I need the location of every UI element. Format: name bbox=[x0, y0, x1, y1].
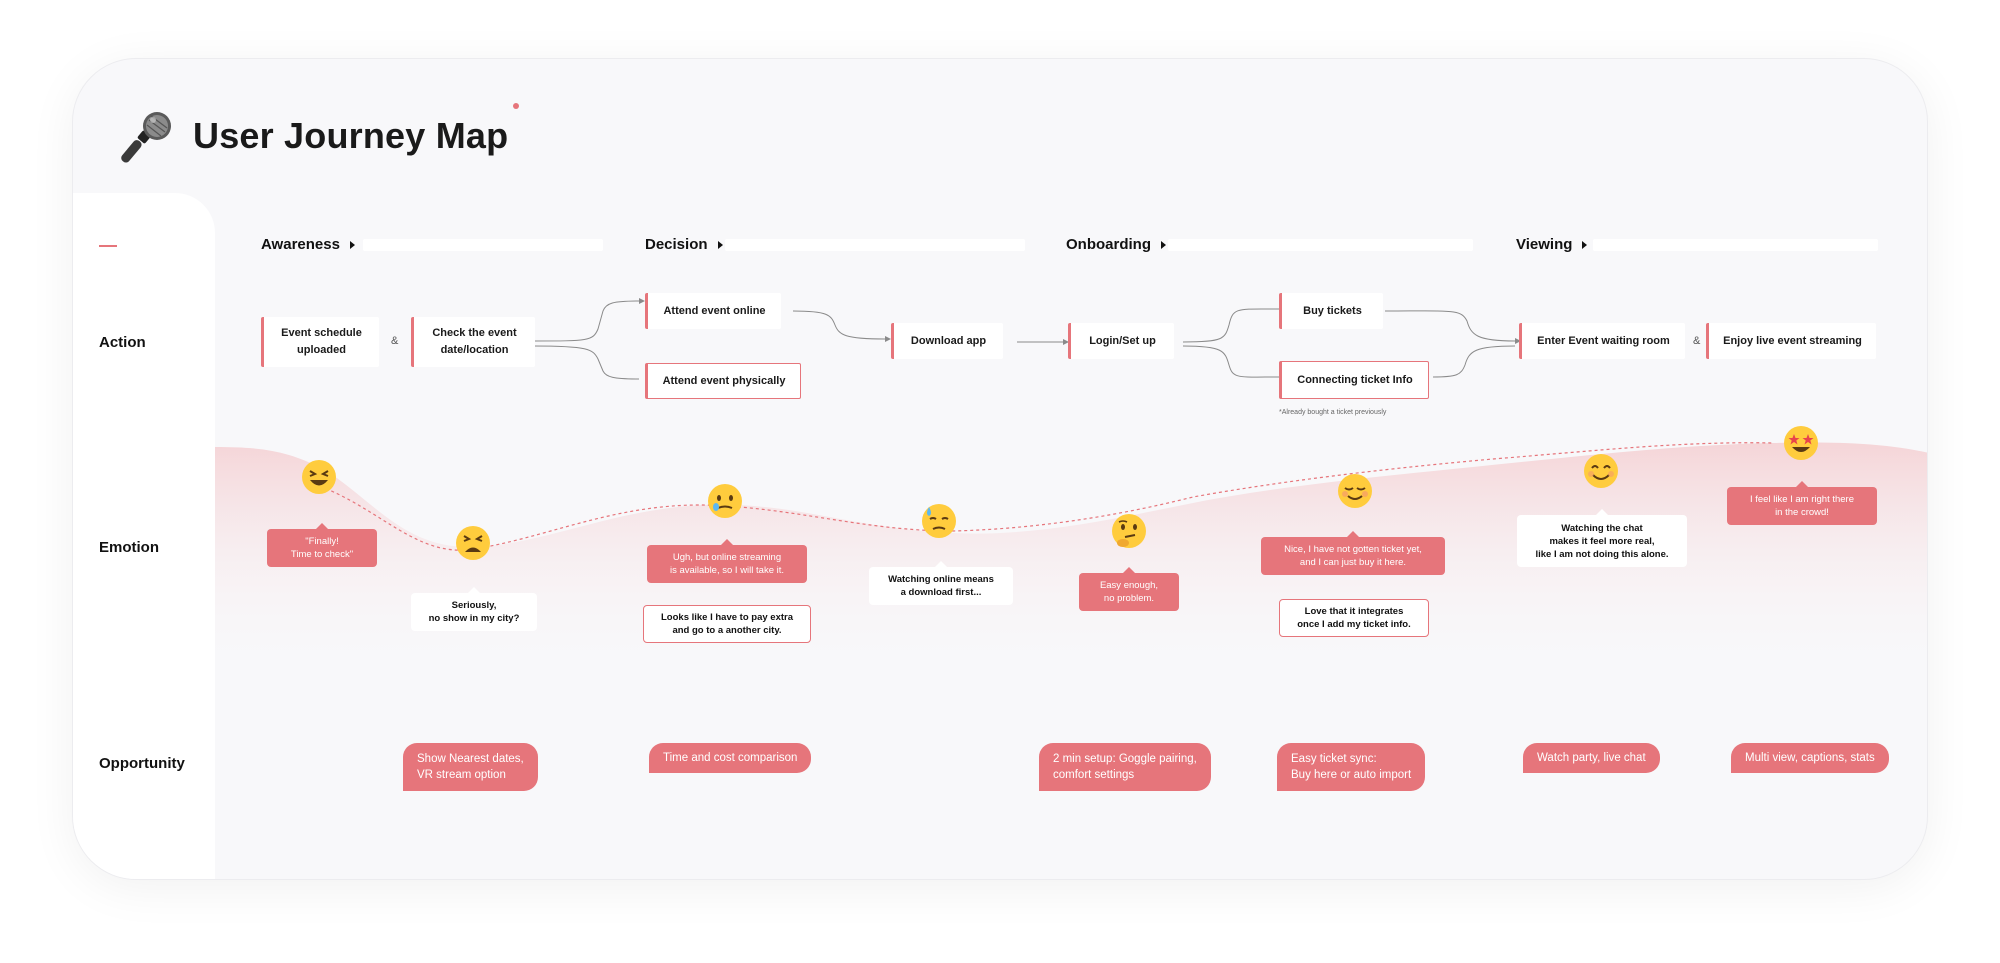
action-login: Login/Set up bbox=[1068, 323, 1174, 359]
emotion-text: Easy enough, no problem. bbox=[1099, 580, 1159, 604]
stage-bar bbox=[363, 239, 603, 251]
opportunity-text: Watch party, live chat bbox=[1537, 752, 1646, 764]
play-arrow-icon bbox=[717, 240, 723, 249]
header-dash bbox=[99, 245, 117, 247]
ticket-footnote: *Already bought a ticket previously bbox=[1279, 409, 1387, 416]
emotion-bubble: Watching the chat makes it feel more rea… bbox=[1517, 509, 1687, 567]
opportunity-tag: Show Nearest dates, VR stream option bbox=[403, 743, 538, 791]
ampersand: & bbox=[391, 335, 399, 347]
emotion-text: I feel like I am right there in the crow… bbox=[1749, 494, 1855, 518]
emotion-bubble: I feel like I am right there in the crow… bbox=[1727, 481, 1877, 525]
opportunity-tag: Time and cost comparison bbox=[649, 743, 812, 773]
emotion-text: Seriously, no show in my city? bbox=[428, 600, 520, 624]
crying-smile-face-icon bbox=[708, 484, 742, 518]
emotion-bubble: Ugh, but online streaming is available, … bbox=[647, 539, 807, 583]
laughing-face-icon bbox=[302, 460, 336, 494]
emotion-text: Love that it integrates once I add my ti… bbox=[1297, 606, 1411, 630]
action-check-event: Check the event date/location bbox=[411, 317, 535, 367]
stage-bar bbox=[1168, 239, 1473, 251]
action-connecting-ticket: Connecting ticket Info bbox=[1279, 361, 1429, 399]
page-title: User Journey Map bbox=[193, 115, 509, 156]
smiling-face-icon bbox=[1584, 454, 1618, 488]
tired-face-icon bbox=[456, 526, 490, 560]
journey-map-card: User Journey Map Action Emotion Opportun… bbox=[72, 58, 1928, 880]
stage-label: Viewing bbox=[1516, 236, 1573, 253]
action-attend-physically: Attend event physically bbox=[645, 363, 801, 399]
emotion-bubble: Nice, I have not gotten ticket yet, and … bbox=[1261, 531, 1445, 575]
row-label-opportunity: Opportunity bbox=[99, 755, 185, 772]
opportunity-text: Multi view, captions, stats bbox=[1745, 752, 1875, 764]
bubble-tail bbox=[468, 587, 480, 593]
thinking-face-icon bbox=[1112, 514, 1146, 548]
opportunity-tag: 2 min setup: Goggle pairing, comfort set… bbox=[1039, 743, 1211, 791]
action-attend-online: Attend event online bbox=[645, 293, 781, 329]
emotion-curve bbox=[302, 442, 1774, 551]
emotion-bubble: Easy enough, no problem. bbox=[1079, 567, 1179, 611]
action-buy-tickets: Buy tickets bbox=[1279, 293, 1383, 329]
stage-label: Onboarding bbox=[1066, 236, 1151, 253]
stage-label: Awareness bbox=[261, 236, 340, 253]
emotion-text: Watching online means a download first..… bbox=[888, 574, 994, 598]
emotion-bubble: "Finally! Time to check" bbox=[267, 523, 377, 567]
star-struck-face-icon bbox=[1784, 426, 1818, 460]
emotion-text: Ugh, but online streaming is available, … bbox=[669, 552, 785, 576]
play-arrow-icon bbox=[1582, 240, 1588, 249]
play-arrow-icon bbox=[1161, 240, 1166, 249]
stage-decision: Decision bbox=[645, 236, 723, 253]
emotion-bubble: Seriously, no show in my city? bbox=[411, 587, 537, 631]
play-arrow-icon bbox=[349, 240, 355, 249]
emotion-bubble: Watching online means a download first..… bbox=[869, 561, 1013, 605]
opportunity-tag: Watch party, live chat bbox=[1523, 743, 1660, 773]
action-download-app: Download app bbox=[891, 323, 1003, 359]
bubble-tail bbox=[721, 539, 733, 545]
bubble-tail bbox=[1596, 509, 1608, 515]
bubble-tail bbox=[1796, 481, 1808, 487]
row-label-action: Action bbox=[99, 334, 146, 351]
title-accent-dot bbox=[513, 103, 519, 109]
row-label-panel bbox=[73, 193, 215, 879]
title-row: User Journey Map bbox=[121, 101, 508, 171]
opportunity-text: Easy ticket sync: Buy here or auto impor… bbox=[1291, 753, 1412, 781]
bubble-tail bbox=[1123, 567, 1135, 573]
ampersand: & bbox=[1693, 335, 1701, 347]
emotion-text: Nice, I have not gotten ticket yet, and … bbox=[1284, 544, 1422, 568]
microphone-icon bbox=[121, 112, 171, 163]
emotion-text: "Finally! Time to check" bbox=[290, 536, 354, 560]
downcast-sweat-face-icon bbox=[922, 504, 956, 538]
stage-label: Decision bbox=[645, 236, 708, 253]
opportunity-tag: Multi view, captions, stats bbox=[1731, 743, 1889, 773]
opportunity-text: Show Nearest dates, VR stream option bbox=[417, 753, 524, 781]
bubble-tail bbox=[316, 523, 328, 529]
action-enjoy-streaming: Enjoy live event streaming bbox=[1706, 323, 1876, 359]
opportunity-tag: Easy ticket sync: Buy here or auto impor… bbox=[1277, 743, 1426, 791]
stage-awareness: Awareness bbox=[261, 236, 355, 253]
stage-onboarding: Onboarding bbox=[1066, 236, 1166, 253]
bubble-tail bbox=[935, 561, 947, 567]
action-event-schedule: Event schedule uploaded bbox=[261, 317, 379, 367]
stage-viewing: Viewing bbox=[1516, 236, 1588, 253]
relieved-smile-face-icon bbox=[1338, 474, 1372, 508]
stage-bar bbox=[725, 239, 1025, 251]
emotion-text: Watching the chat makes it feel more rea… bbox=[1535, 522, 1669, 560]
action-waiting-room: Enter Event waiting room bbox=[1519, 323, 1685, 359]
bubble-tail bbox=[1347, 531, 1359, 537]
row-label-emotion: Emotion bbox=[99, 539, 159, 556]
emotion-bubble: Love that it integrates once I add my ti… bbox=[1279, 599, 1429, 637]
opportunity-text: 2 min setup: Goggle pairing, comfort set… bbox=[1053, 753, 1197, 781]
emotion-text: Looks like I have to pay extra and go to… bbox=[661, 612, 793, 636]
emotion-bubble: Looks like I have to pay extra and go to… bbox=[643, 605, 811, 643]
stage-bar bbox=[1593, 239, 1878, 251]
flow-connectors bbox=[532, 300, 1516, 380]
opportunity-text: Time and cost comparison bbox=[663, 752, 798, 764]
